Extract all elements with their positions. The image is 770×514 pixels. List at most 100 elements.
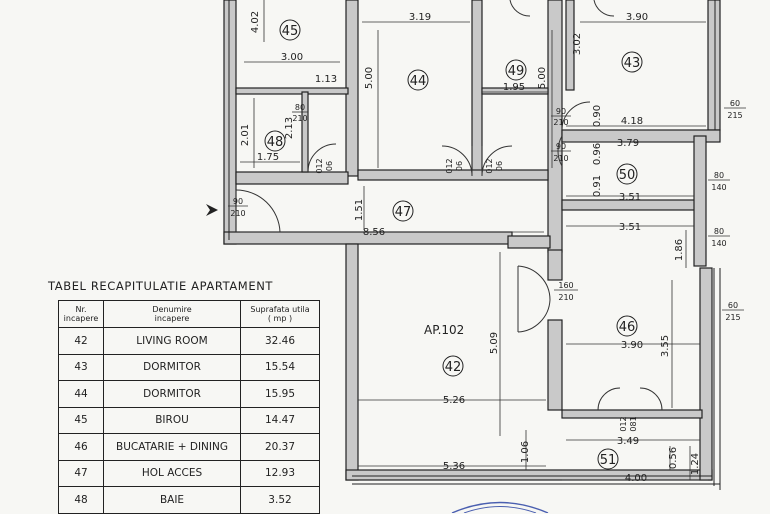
dimension-label: 1.75 xyxy=(257,152,279,163)
dimension-label: 4.02 xyxy=(250,11,261,33)
svg-text:210: 210 xyxy=(553,154,568,163)
opening-label: 80 210 xyxy=(292,103,308,123)
dimension-labels: 4.02 3.19 3.90 3.00 1.13 5.00 5.00 3.02 … xyxy=(240,11,701,484)
svg-text:90: 90 xyxy=(233,197,243,206)
door-code: 012 xyxy=(315,158,324,173)
door-code: 012 xyxy=(619,416,628,431)
stamp xyxy=(451,501,549,513)
dimension-label: 1.51 xyxy=(354,199,365,221)
table-title: TABEL RECAPITULATIE APARTAMENT xyxy=(48,279,274,293)
svg-text:210: 210 xyxy=(230,209,245,218)
svg-text:210: 210 xyxy=(553,118,568,127)
room-markers: 45 44 49 43 48 50 47 46 42 51 xyxy=(264,19,643,470)
dimension-label: 1.06 xyxy=(520,441,531,463)
svg-text:46: 46 xyxy=(619,320,636,335)
dimension-label: 1.86 xyxy=(674,239,685,261)
dimension-label: 4.18 xyxy=(621,116,643,127)
svg-text:48: 48 xyxy=(267,135,284,150)
opening-label: 90 210 xyxy=(228,197,248,218)
dimension-label: 0.96 xyxy=(592,143,603,165)
dimension-label: 0.91 xyxy=(592,175,603,197)
svg-text:60: 60 xyxy=(728,301,738,310)
dimension-label: 3.90 xyxy=(621,340,643,351)
dimension-label: 5.00 xyxy=(364,67,375,89)
svg-text:44: 44 xyxy=(410,74,427,89)
dimension-lines xyxy=(240,0,708,481)
svg-text:210: 210 xyxy=(292,114,307,123)
svg-text:80: 80 xyxy=(714,227,724,236)
room-marker-51: 51 xyxy=(597,448,619,470)
room-marker-50: 50 xyxy=(616,163,638,185)
opening-label: 80 140 xyxy=(708,227,730,248)
door-codes: 012 06 012 06 012 06 012 081 xyxy=(315,158,638,431)
svg-text:215: 215 xyxy=(725,313,740,322)
dimension-label: 0.90 xyxy=(592,105,603,127)
svg-text:43: 43 xyxy=(624,56,641,71)
door-code: 06 xyxy=(495,161,504,171)
svg-text:80: 80 xyxy=(714,171,724,180)
svg-text:160: 160 xyxy=(558,281,573,290)
opening-label: 160 210 xyxy=(554,281,578,302)
door-code: 06 xyxy=(455,161,464,171)
room-marker-45: 45 xyxy=(279,19,301,41)
door-code: 012 xyxy=(445,158,454,173)
dimension-label: 3.02 xyxy=(572,33,583,55)
door-code: 012 xyxy=(485,158,494,173)
dimension-label: 5.00 xyxy=(537,67,548,89)
door-code: 06 xyxy=(325,161,334,171)
svg-text:215: 215 xyxy=(727,111,742,120)
svg-text:45: 45 xyxy=(282,24,299,39)
opening-label: 90 210 xyxy=(551,142,571,163)
walls xyxy=(223,0,721,481)
apartment-label: AP.102 xyxy=(424,323,464,337)
dimension-label: 3.51 xyxy=(619,192,641,203)
dimension-label: 1.95 xyxy=(503,82,525,93)
dimension-label: 3.49 xyxy=(617,436,639,447)
svg-text:210: 210 xyxy=(558,293,573,302)
svg-text:140: 140 xyxy=(711,239,726,248)
dimension-label: 3.51 xyxy=(619,222,641,233)
room-marker-46: 46 xyxy=(616,315,638,337)
header-area: Suprafata utila( mp ) xyxy=(240,300,320,328)
svg-text:51: 51 xyxy=(600,453,617,468)
opening-labels: 80 210 90 210 90 210 90 210 60 215 80 14… xyxy=(228,99,746,322)
room-marker-47: 47 xyxy=(392,200,414,222)
entry-arrow-icon xyxy=(206,204,218,216)
dimension-label: 4.00 xyxy=(625,473,647,484)
svg-text:60: 60 xyxy=(730,99,740,108)
dimension-label: 8.56 xyxy=(363,227,385,238)
opening-label: 90 210 xyxy=(551,107,571,127)
dimension-label: 5.09 xyxy=(489,332,500,354)
svg-text:42: 42 xyxy=(445,360,462,375)
svg-text:90: 90 xyxy=(556,107,566,116)
header-nr: Nr.incapere xyxy=(58,300,104,328)
room-marker-48: 48 xyxy=(264,130,286,152)
room-marker-49: 49 xyxy=(505,59,527,81)
dimension-label: 3.55 xyxy=(660,335,671,357)
room-marker-42: 42 xyxy=(442,355,464,377)
dimension-label: 5.36 xyxy=(443,461,465,472)
dimension-label: 3.00 xyxy=(281,52,303,63)
svg-text:80: 80 xyxy=(295,103,305,112)
dimension-label: 2.01 xyxy=(240,124,251,146)
svg-text:50: 50 xyxy=(619,168,636,183)
opening-label: 60 215 xyxy=(722,301,744,322)
dimension-label: 5.26 xyxy=(443,395,465,406)
room-marker-44: 44 xyxy=(407,69,429,91)
dimension-label: 1.24 xyxy=(690,453,701,475)
dimension-label: 3.79 xyxy=(617,138,639,149)
svg-text:47: 47 xyxy=(395,205,412,220)
svg-text:140: 140 xyxy=(711,183,726,192)
dimension-label: 3.90 xyxy=(626,12,648,23)
dimension-label: 3.19 xyxy=(409,12,431,23)
door-code: 081 xyxy=(629,416,638,431)
